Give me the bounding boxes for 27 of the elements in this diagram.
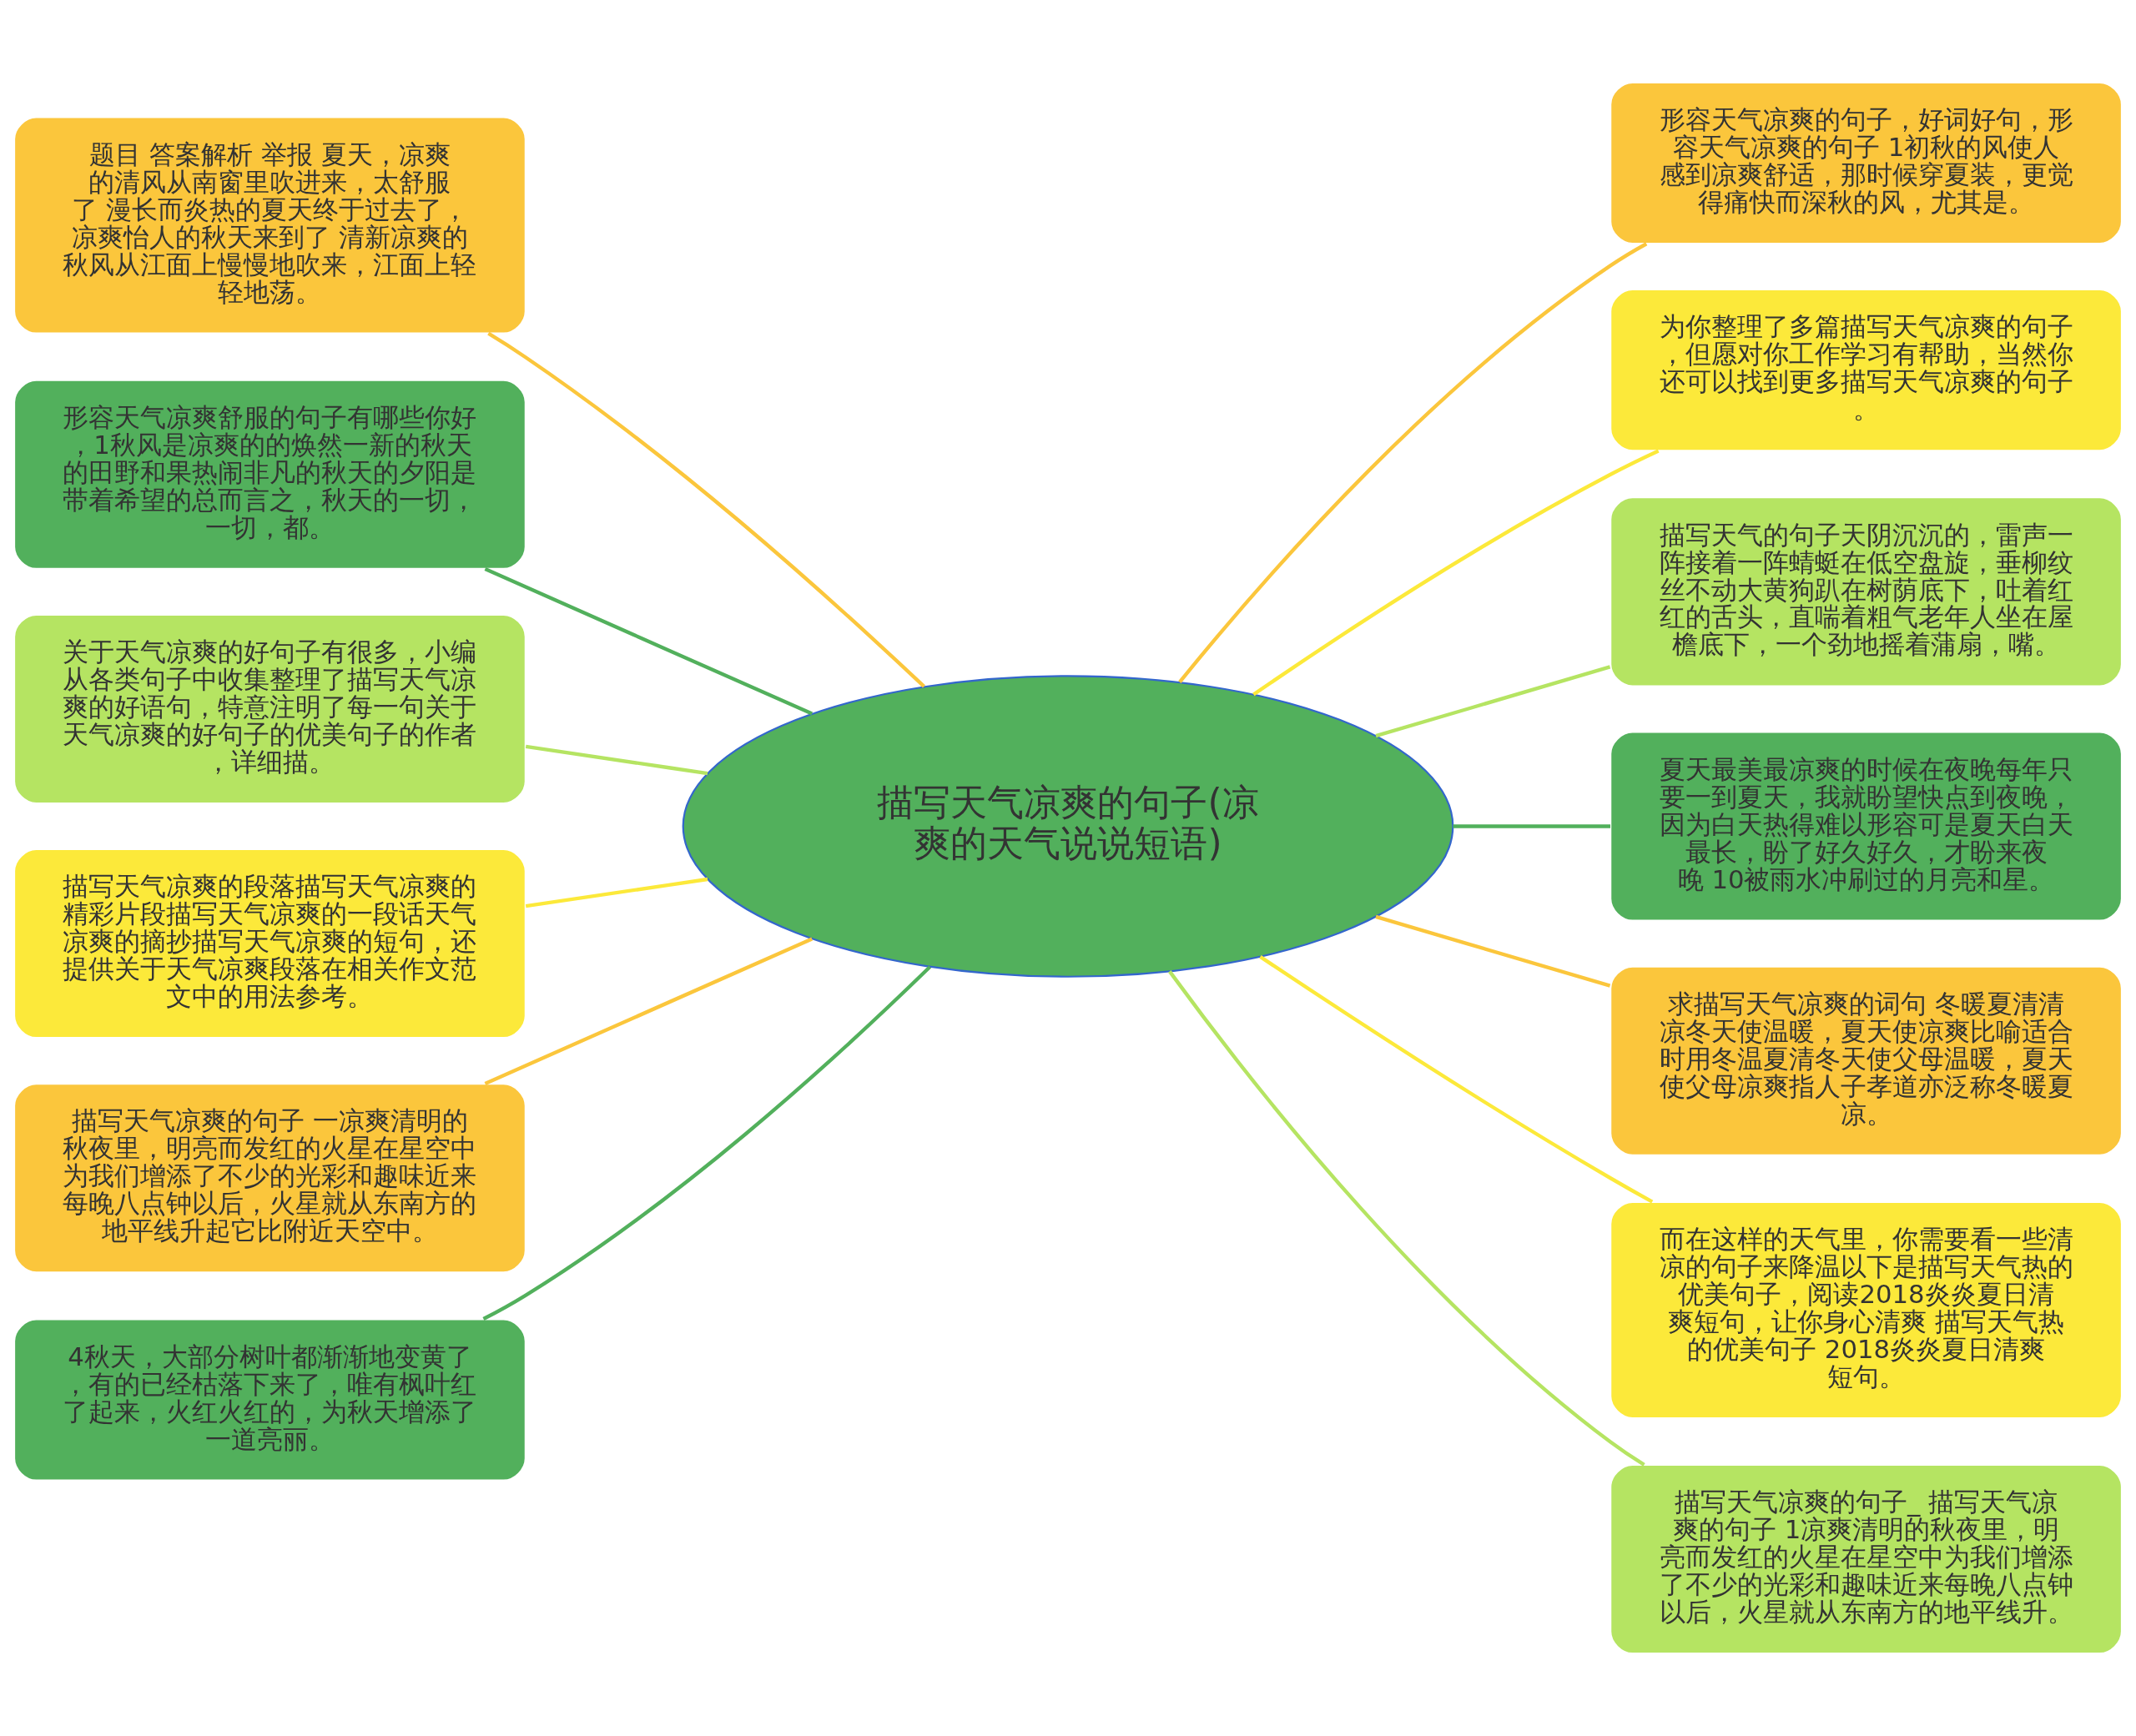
connector (487, 331, 925, 688)
connector (484, 937, 814, 1085)
connector (1168, 970, 1645, 1467)
node-box: 描写天气凉爽的句子_ 描写天气凉爽的句子 1凉爽清明的秋夜里，明亮而发红的火星在星空中为我们增添了不少的光彩和趣味近来每晚八点钟以后，火星就从东南方的地平线升。 (1610, 1463, 2123, 1655)
connector (1375, 914, 1611, 988)
connector (1178, 242, 1648, 683)
node-box: 描写天气的句子天阴沉沉的，雷声一阵接着一阵蜻蜓在低空盘旋，垂柳纹丝不动大黄狗趴在树荫底下，吐着红红的舌头，直喘着粗气老年人坐在屋檐底下，一个劲地摇着蒲扇，嘴。 (1610, 496, 2123, 687)
node-box: 形容天气凉爽的句子，好词好句，形容天气凉爽的句子 1初秋的风使人感到凉爽舒适，那时候穿夏装，更觉得痛快而深秋的风，尤其是。 (1610, 81, 2123, 245)
node-box: 题目 答案解析 举报 夏天，凉爽的清风从南窗里吹进来，太舒服了 漫长而炎热的夏天终于过去了，凉爽怡人的秋天来到了 清新凉爽的秋风从江面上慢慢地吹来，江面上轻轻地荡。 (13, 116, 526, 335)
connector (525, 877, 708, 908)
node-box: 为你整理了多篇描写天气凉爽的句子，但愿对你工作学习有帮助，当然你还可以找到更多描写天气凉爽的句子。 (1610, 288, 2123, 452)
node-ellipse: 描写天气凉爽的句子(凉爽的天气说说短语) (682, 675, 1454, 978)
connector (1453, 824, 1611, 828)
node-box: 夏天最美最凉爽的时候在夜晚每年只要一到夏天，我就盼望快点到夜晚，因为白天热得难以形容可是夏天白天最长，盼了好久好久，才盼来夜晚 10被雨水冲刷过的月亮和星。 (1610, 731, 2123, 922)
node-box: 求描写天气凉爽的词句 冬暖夏清清凉冬天使温暖，夏天使凉爽比喻适合时用冬温夏清冬天使父母温暖，夏天使父母凉爽指人子孝道亦泛称冬暖夏凉。 (1610, 965, 2123, 1156)
connector (1252, 449, 1660, 697)
connector (484, 567, 814, 716)
connector (1375, 665, 1611, 738)
node-box: 而在这样的天气里，你需要看一些清凉的句子来降温以下是描写天气热的优美句子，阅读2018炎炎夏日清爽短句，让你身心清爽 描写天气热的优美句子 2018炎炎夏日清爽短句。 (1610, 1200, 2123, 1420)
node-box: 描写天气凉爽的句子 一凉爽清明的秋夜里，明亮而发红的火星在星空中为我们增添了不少的光彩和趣味近来每晚八点钟以后，火星就从东南方的地平线升起它比附近天空中。 (13, 1083, 526, 1274)
connector (482, 965, 932, 1321)
connector (1259, 955, 1654, 1204)
connector (525, 744, 708, 776)
node-box: 形容天气凉爽舒服的句子有哪些你好，1秋风是凉爽的的焕然一新的秋天的田野和果热闹非凡的秋天的夕阳是带着希望的总而言之，秋天的一切，一切，都。 (13, 379, 526, 571)
node-box: 关于天气凉爽的好句子有很多，小编从各类句子中收集整理了描写天气凉爽的好语句，特意注明了每一句关于天气凉爽的好句子的优美句子的作者，详细描。 (13, 613, 526, 805)
node-box: 描写天气凉爽的段落描写天气凉爽的精彩片段描写天气凉爽的一段话天气凉爽的摘抄描写天气凉爽的短句，还提供关于天气凉爽段落在相关作文范文中的用法参考。 (13, 848, 526, 1039)
node-box: 4秋天，大部分树叶都渐渐地变黄了，有的已经枯落下来了，唯有枫叶红了起来，火红火红的，为秋天增添了一道亮丽。 (13, 1318, 526, 1482)
